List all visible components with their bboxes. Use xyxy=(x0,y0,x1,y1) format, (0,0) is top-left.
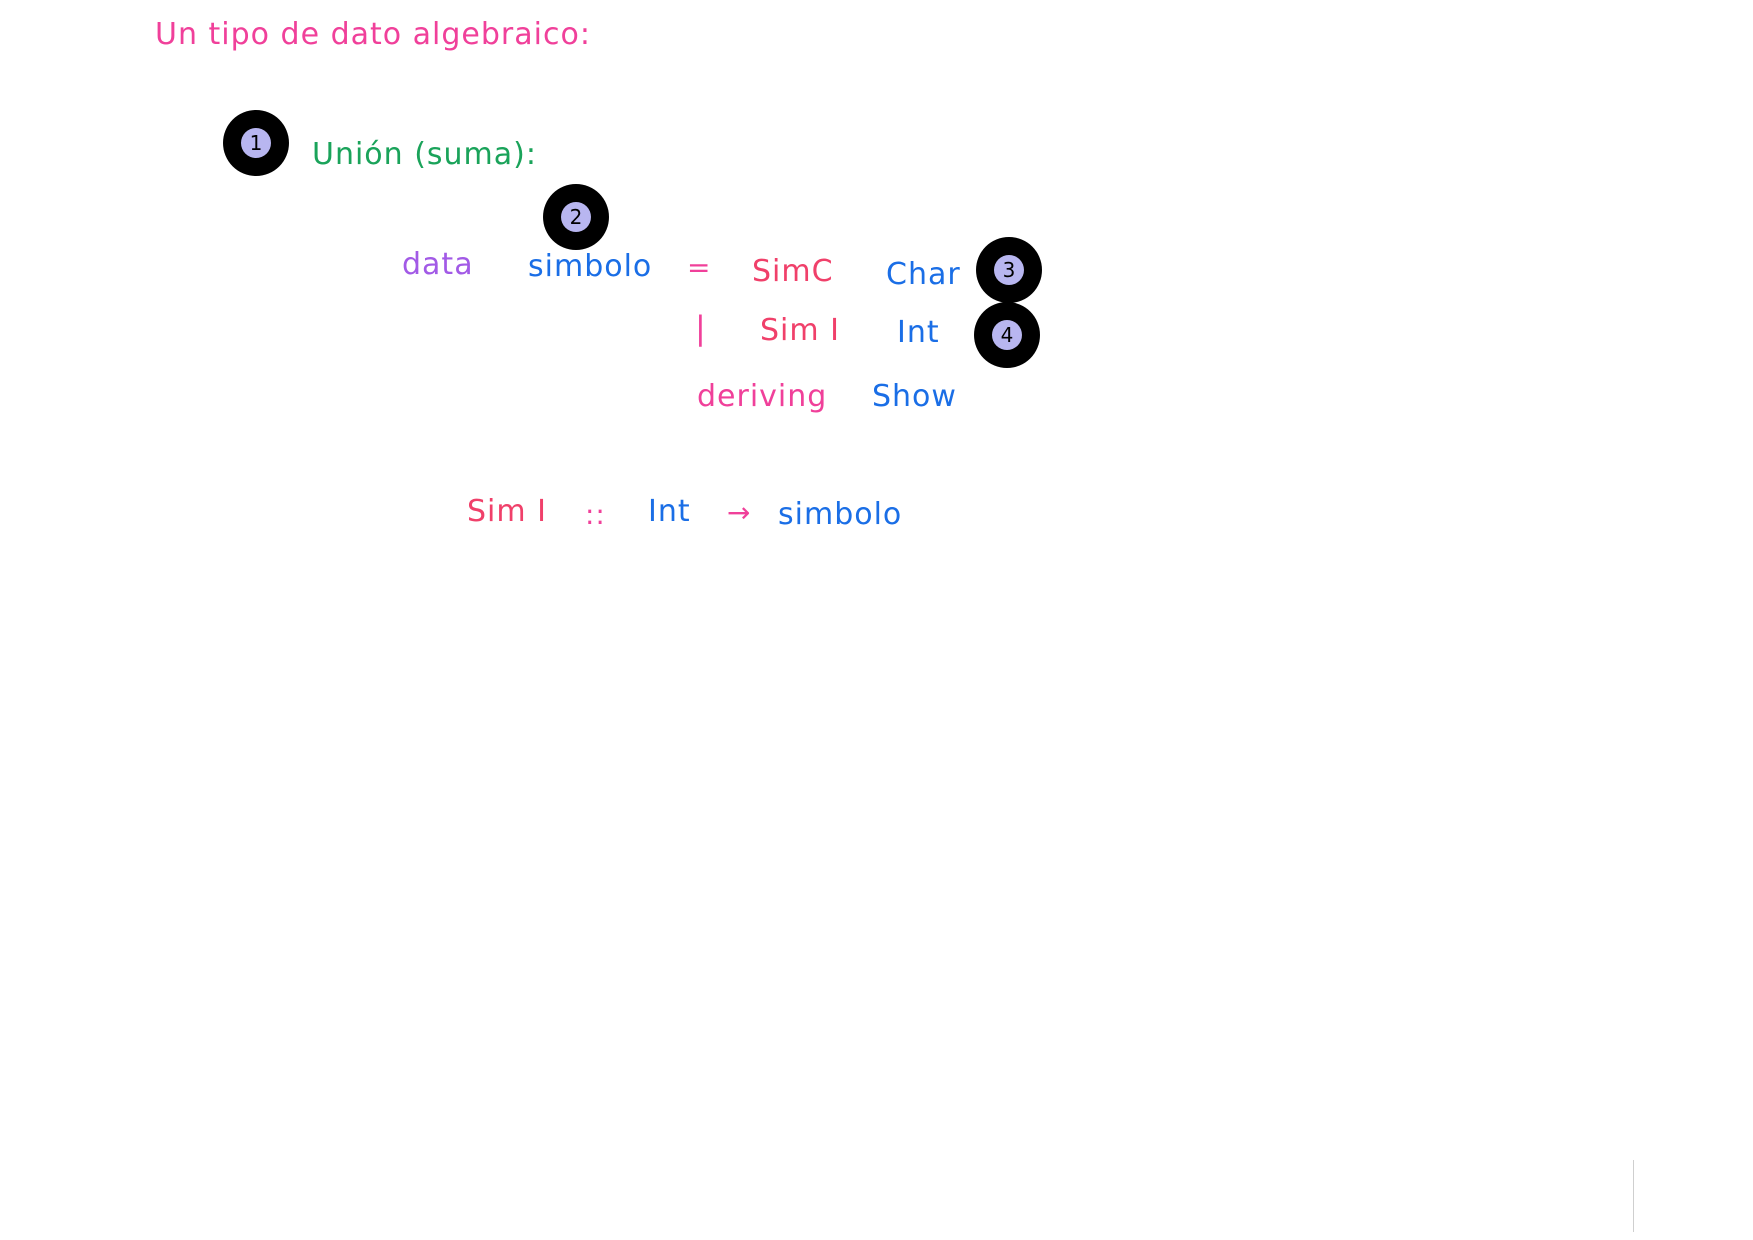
signature-name: Sim I xyxy=(467,494,547,529)
signature-colons: :: xyxy=(585,498,606,531)
section-label: Unión (suma): xyxy=(312,137,537,172)
step-marker-4[interactable]: 4 xyxy=(974,302,1040,368)
step-marker-3-number: 3 xyxy=(994,255,1024,285)
field-type-int: Int xyxy=(897,315,940,350)
note-heading: Un tipo de dato algebraico: xyxy=(155,17,591,52)
equals-sign: = xyxy=(687,251,712,284)
scan-edge-line xyxy=(1633,1160,1634,1232)
step-marker-3[interactable]: 3 xyxy=(976,237,1042,303)
step-marker-2-number: 2 xyxy=(561,202,591,232)
step-marker-1-number: 1 xyxy=(241,128,271,158)
step-marker-4-number: 4 xyxy=(992,320,1022,350)
alternative-bar: | xyxy=(695,309,707,347)
signature-arrow: → xyxy=(727,496,752,529)
deriving-keyword: deriving xyxy=(697,379,828,414)
signature-arg-type: Int xyxy=(648,494,691,529)
signature-result-type: simbolo xyxy=(778,497,903,532)
field-type-char: Char xyxy=(886,257,961,292)
step-marker-1[interactable]: 1 xyxy=(223,110,289,176)
constructor-simi: Sim I xyxy=(760,313,840,348)
data-keyword: data xyxy=(402,247,474,282)
constructor-simc: SimC xyxy=(752,254,834,289)
type-name: simbolo xyxy=(528,249,653,284)
step-marker-2[interactable]: 2 xyxy=(543,184,609,250)
class-name-show: Show xyxy=(872,379,957,414)
